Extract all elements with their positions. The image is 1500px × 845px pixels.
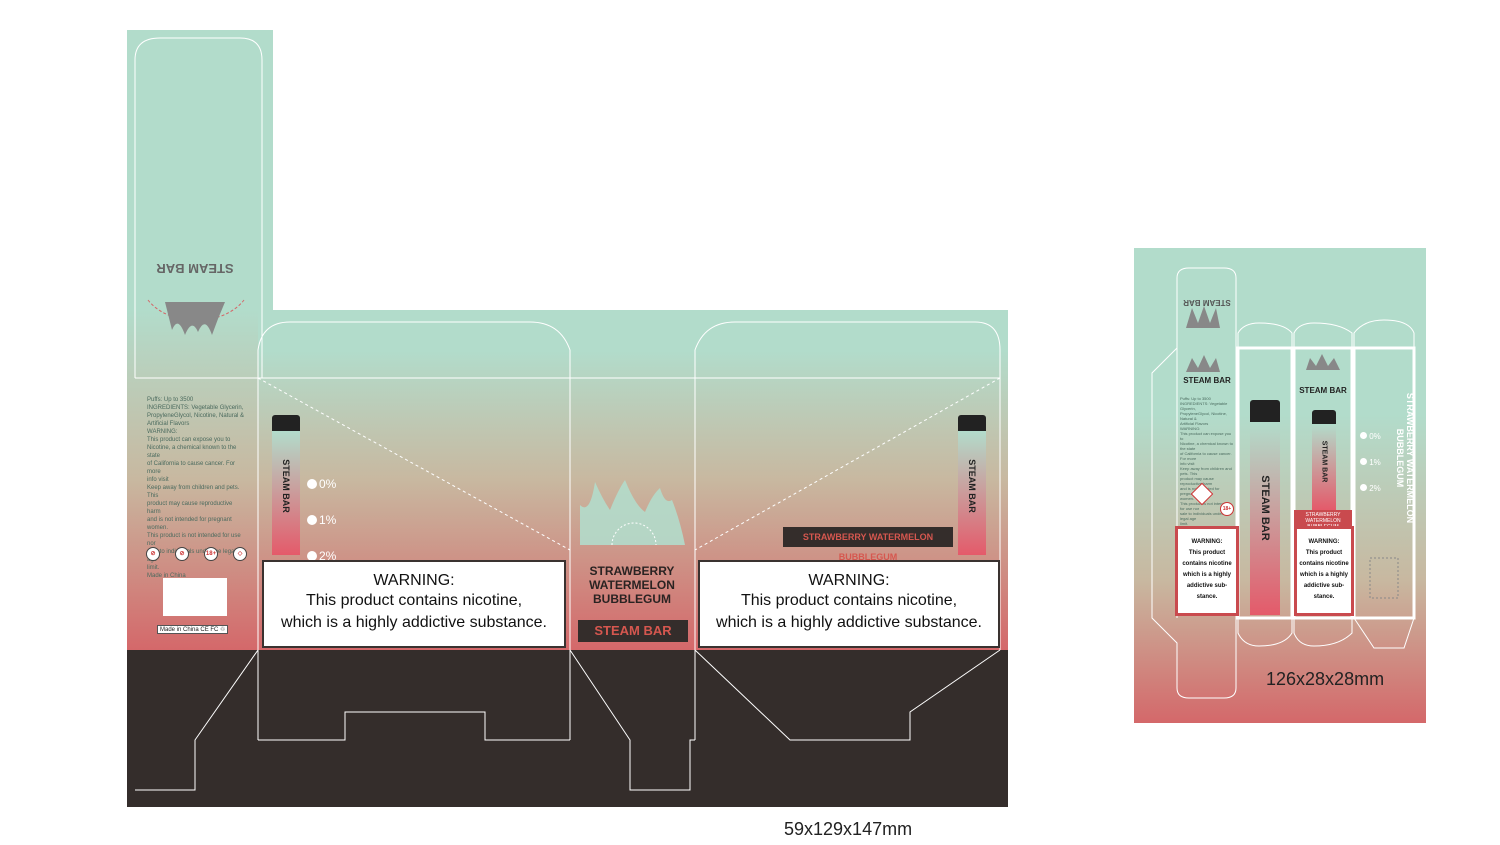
dimension-label-large: 59x129x147mm — [784, 819, 913, 839]
no-children-icon: ⊘ — [146, 547, 160, 561]
no-pregnant-icon: ⊘ — [175, 547, 189, 561]
small-flap-brand: STEAM BAR — [1183, 298, 1231, 307]
nicotine-warning-left: WARNING: This product contains nicotine,… — [262, 560, 566, 648]
nicotine-strength-options-left: 0% 1% 2% — [307, 466, 336, 574]
device-illustration-right: STEAM BAR — [958, 415, 986, 555]
small-nicotine-strength: 0% 1% 2% — [1360, 424, 1381, 502]
age-18-icon: 18+ — [204, 547, 218, 561]
small-vertical-flavor: STRAWBERRY WATERMELON BUBBLEGUM — [1395, 392, 1415, 524]
device-illustration-left: STEAM BAR — [272, 415, 300, 555]
flap-brand-logo: STEAM BAR — [156, 261, 234, 276]
small-age-badge: 18+ — [1220, 502, 1234, 516]
small-warning-left: WARNING: This product contains nicotine … — [1175, 526, 1239, 616]
nicotine-warning-right: WARNING: This product contains nicotine,… — [698, 560, 1000, 648]
bottom-dark-band — [127, 650, 1008, 807]
made-in-china-label: Made in China CE FC ♲ — [157, 625, 229, 634]
small-device-side: STEAM BAR — [1312, 410, 1336, 510]
flavor-banner-right: STRAWBERRY WATERMELON BUBBLEGUM — [783, 527, 953, 562]
small-device-front: STEAM BAR — [1250, 400, 1280, 615]
small-warning-right: WARNING: This product contains nicotine … — [1294, 526, 1354, 616]
small-side-brand: STEAM BAR — [1183, 376, 1231, 385]
center-brand-label: STEAM BAR — [578, 620, 688, 642]
barcode-area — [163, 578, 227, 616]
dimension-label-small: 126x28x28mm — [1266, 669, 1385, 689]
hazard-icon: ◇ — [233, 547, 247, 561]
small-box-dieline: STEAM BAR STEAM BAR STEAM BAR Puffs: Up … — [1134, 248, 1426, 723]
small-dieline-cut-lines — [1151, 267, 1416, 699]
center-flavor-name: STRAWBERRY WATERMELON BUBBLEGUM — [589, 564, 675, 606]
small-right-brand: STEAM BAR — [1299, 386, 1347, 395]
